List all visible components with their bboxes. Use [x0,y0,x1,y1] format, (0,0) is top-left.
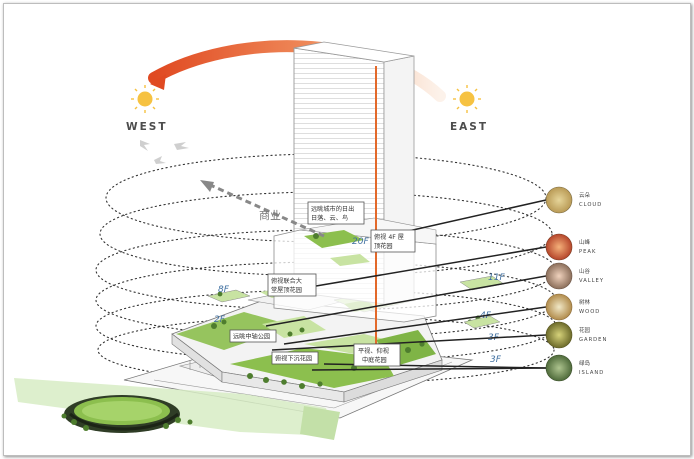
svg-text:WOOD: WOOD [579,309,600,315]
svg-text:花园: 花园 [579,326,591,334]
tag-axis-park: 远眺中轴公园 [229,329,277,343]
sight-line-arrows [207,182,325,238]
compass-west-label: WEST [126,121,167,133]
floor-label-20f: 20F [352,237,369,247]
legend-item-peak: 山峰 PEAK [545,233,596,261]
tag-joint-hall-roof: 俯视联合大 堂屋顶花园 [267,273,317,297]
compass-east-label: EAST [450,121,488,133]
leader-lines [265,199,547,371]
svg-text:远眺城市的日出: 远眺城市的日出 [311,205,354,213]
svg-text:PEAK: PEAK [579,249,596,255]
svg-text:树林: 树林 [579,298,591,306]
tag-atrium-garden: 平视、仰视 中庭花园 [353,343,401,367]
svg-text:ISLAND: ISLAND [579,370,604,376]
svg-text:堂屋顶花园: 堂屋顶花园 [271,286,302,294]
svg-text:日落、云、鸟: 日落、云、鸟 [311,214,348,222]
commercial-label: 商业 [259,208,281,222]
svg-text:绿岛: 绿岛 [579,359,591,367]
svg-text:平视、仰视: 平视、仰视 [358,347,389,355]
green-island [14,378,340,440]
tag-sunken-garden: 俯视下沉花园 [271,351,319,365]
landscape-diagram: WEST EAST [14,40,607,440]
legend-item-wood: 树林 WOOD [545,293,600,321]
svg-text:顶花园: 顶花园 [374,242,393,250]
diagram-frame: WEST EAST [3,3,691,456]
legend-item-island: 绿岛 ISLAND [545,354,604,382]
legend-item-cloud: 云朵 CLOUD [545,186,602,214]
legend-item-garden: 花园 GARDEN [545,321,607,349]
svg-text:俯视下沉花园: 俯视下沉花园 [275,355,312,363]
bird-icons [140,140,189,164]
terrace-podium-roof [330,254,370,266]
svg-text:山峰: 山峰 [579,238,591,246]
sight-arrow-head [200,180,214,192]
legend-item-valley: 山谷 VALLEY [545,262,604,290]
svg-text:俯视联合大: 俯视联合大 [271,277,302,285]
svg-text:CLOUD: CLOUD [579,202,602,208]
tag-skyline-view: 远眺城市的日出 日落、云、鸟 [307,201,365,225]
floor-label-8f: 8F [218,285,230,295]
floor-label-2f: 2F [214,315,226,325]
tree-20f-icon [313,233,319,239]
sun-arc-arrowhead [150,74,166,90]
svg-text:远眺中轴公园: 远眺中轴公园 [233,333,270,341]
floor-label-11f: 11F [488,273,505,283]
floor-label-3f-lower: 3F [490,355,502,365]
svg-text:俯视 4F 屋: 俯视 4F 屋 [374,233,404,241]
legend: 云朵 CLOUD 山峰 PEAK 山谷 VALLEY 树林 WOOD 花园 GA… [545,186,607,382]
svg-text:中庭花园: 中庭花园 [362,356,387,364]
svg-text:VALLEY: VALLEY [579,278,604,284]
svg-text:云朵: 云朵 [579,192,591,199]
svg-text:山谷: 山谷 [579,267,591,275]
sun-west-icon [131,85,159,113]
tag-podium-4f-roof: 俯视 4F 屋 顶花园 [370,229,416,253]
sun-east-icon [453,85,481,113]
svg-text:GARDEN: GARDEN [579,337,607,343]
